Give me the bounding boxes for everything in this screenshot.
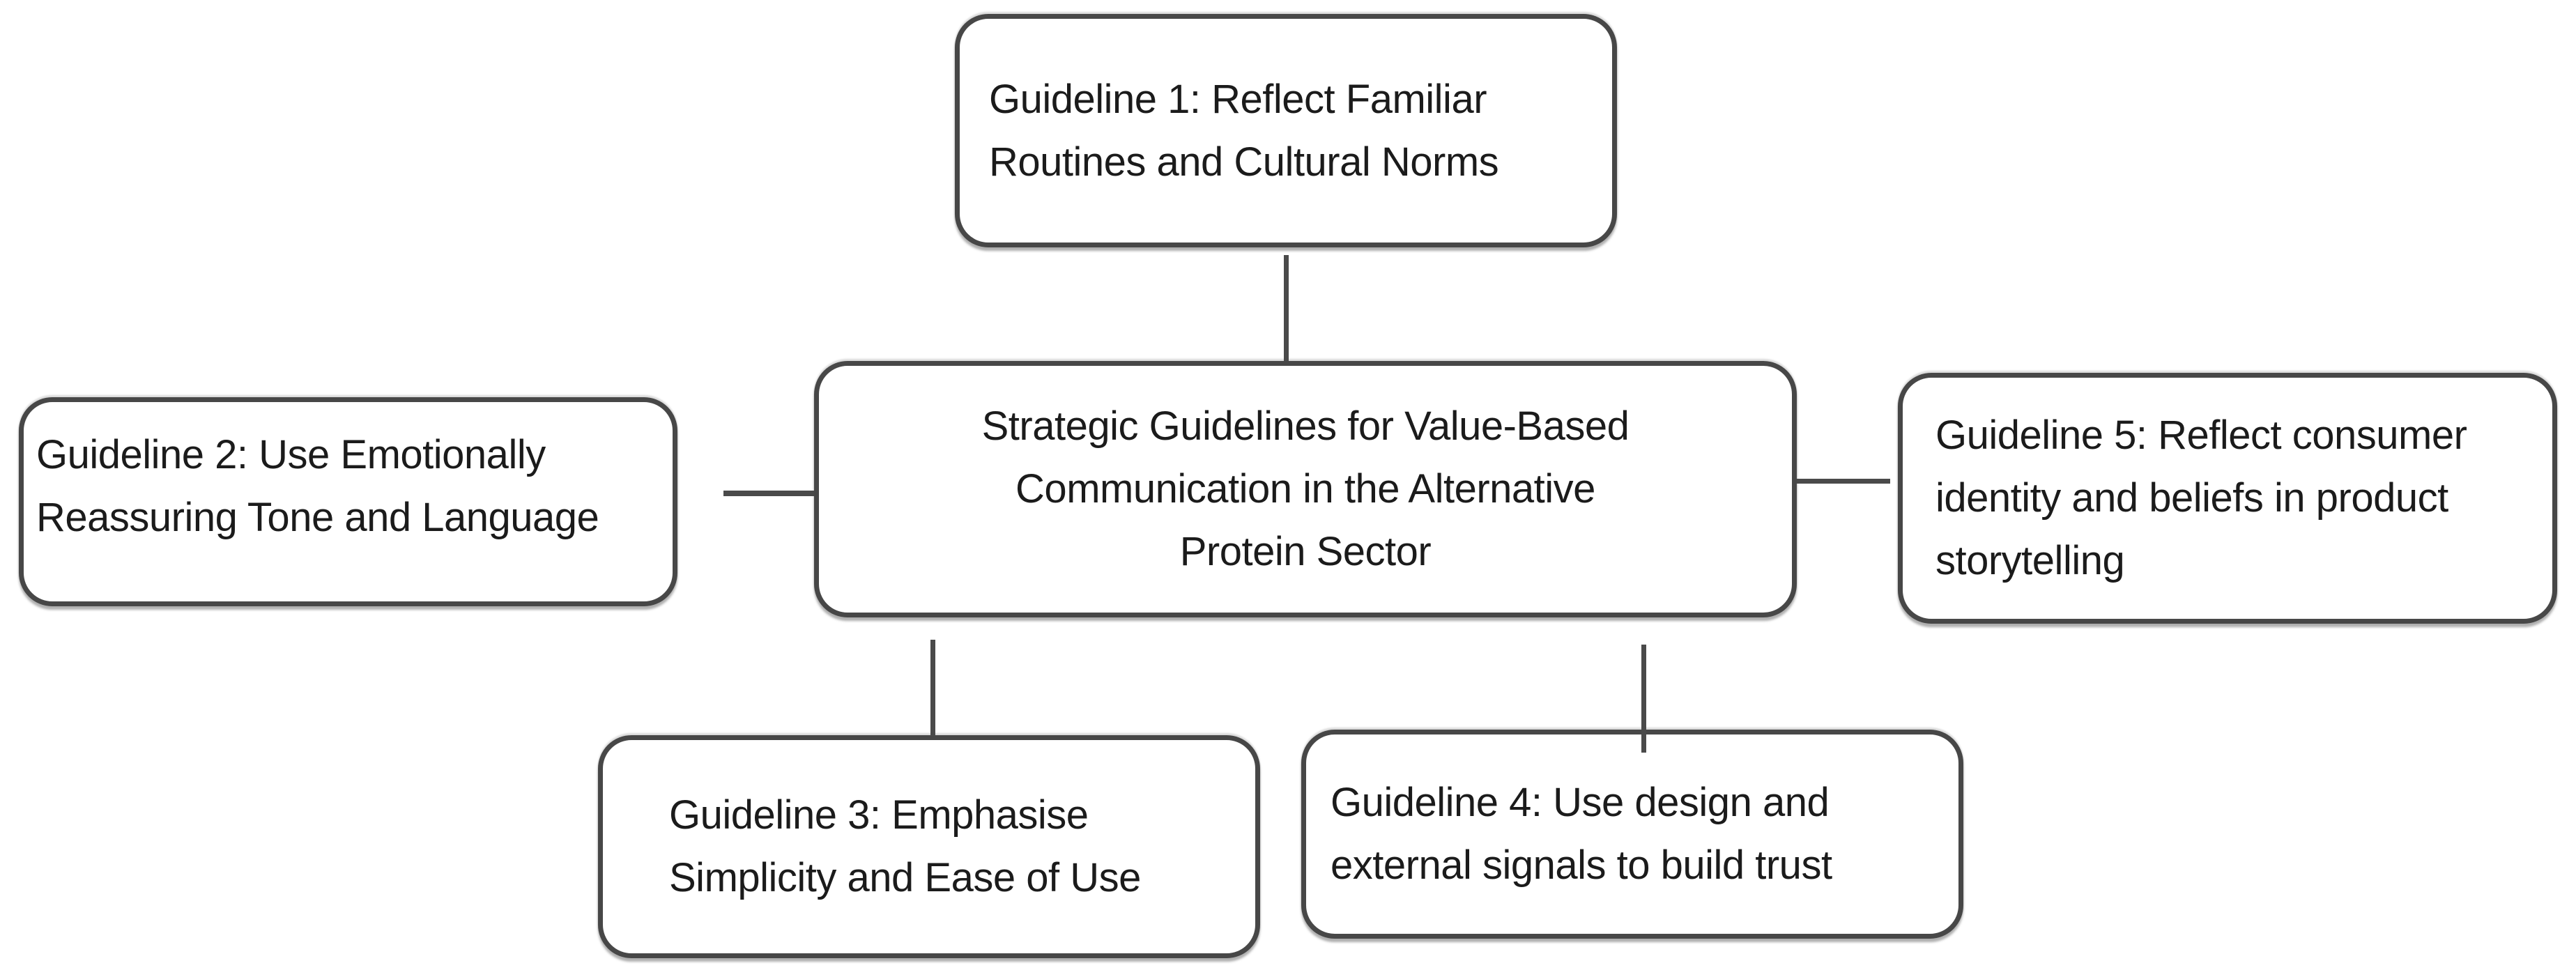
node-guideline-4-label: Guideline 4: Use design and external sig… (1331, 780, 1832, 888)
node-guideline-1: Guideline 1: Reflect Familiar Routines a… (955, 14, 1617, 247)
connector-center-guideline-4 (1641, 645, 1646, 753)
connector-center-guideline-1 (1284, 255, 1289, 361)
node-guideline-2-label: Guideline 2: Use Emotionally Reassuring … (36, 432, 599, 540)
connector-center-guideline-3 (930, 640, 935, 736)
node-center: Strategic Guidelines for Value-Based Com… (814, 361, 1797, 617)
node-center-label: Strategic Guidelines for Value-Based Com… (981, 403, 1630, 574)
node-guideline-5-label: Guideline 5: Reflect consumer identity a… (1935, 413, 2467, 583)
connector-center-guideline-5 (1797, 479, 1890, 484)
node-guideline-2: Guideline 2: Use Emotionally Reassuring … (19, 397, 677, 606)
node-guideline-1-label: Guideline 1: Reflect Familiar Routines a… (989, 76, 1499, 185)
connector-center-guideline-2 (723, 491, 814, 496)
node-guideline-4: Guideline 4: Use design and external sig… (1301, 730, 1963, 939)
node-guideline-5: Guideline 5: Reflect consumer identity a… (1898, 373, 2557, 624)
node-guideline-3-label: Guideline 3: Emphasise Simplicity and Ea… (669, 792, 1141, 900)
node-guideline-3: Guideline 3: Emphasise Simplicity and Ea… (598, 735, 1260, 958)
